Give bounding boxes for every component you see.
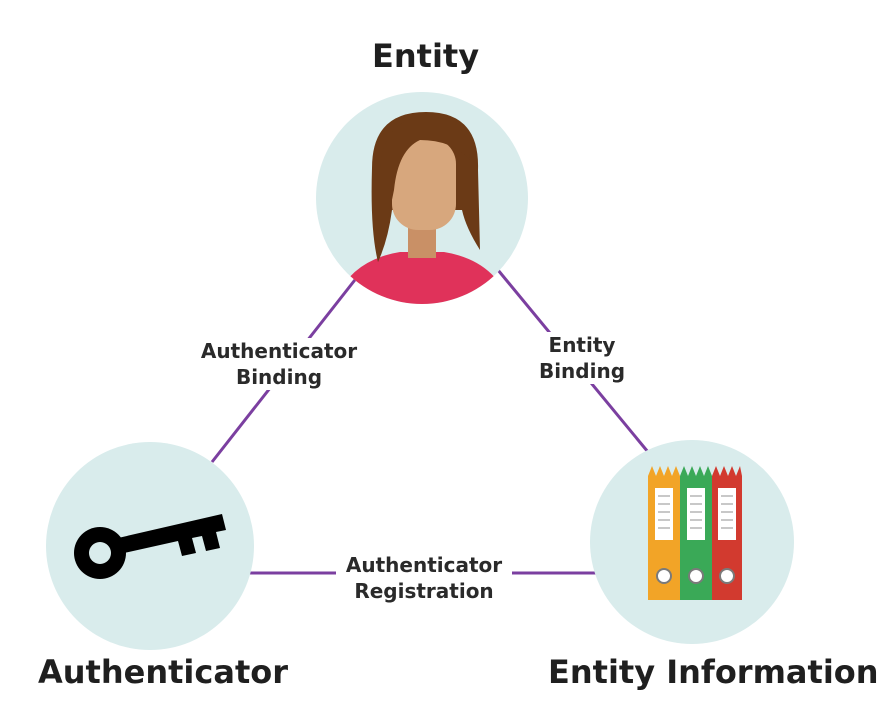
entity-binding-label: Entity Binding bbox=[530, 332, 634, 384]
authenticator-binding-label-line1: Authenticator bbox=[200, 339, 358, 363]
authenticator-registration-label-line2: Registration bbox=[354, 579, 494, 603]
entity-binding-label-line2: Binding bbox=[538, 359, 626, 383]
binders-icon bbox=[648, 466, 742, 600]
key-icon bbox=[74, 514, 226, 579]
authenticator-registration-label: Authenticator Registration bbox=[336, 552, 512, 604]
entity-information-node bbox=[590, 440, 794, 644]
entity-node bbox=[316, 92, 528, 304]
authenticator-node bbox=[46, 442, 254, 650]
authenticator-binding-label: Authenticator Binding bbox=[196, 338, 362, 390]
entity-binding-label-line1: Entity bbox=[548, 333, 616, 357]
authenticator-binding-label-line2: Binding bbox=[235, 365, 323, 389]
entity-title: Entity bbox=[372, 37, 480, 75]
authenticator-registration-label-line1: Authenticator bbox=[345, 553, 503, 577]
connector-lines bbox=[210, 269, 650, 575]
authenticator-title: Authenticator bbox=[38, 653, 288, 691]
entity-information-title: Entity Information bbox=[548, 653, 879, 691]
